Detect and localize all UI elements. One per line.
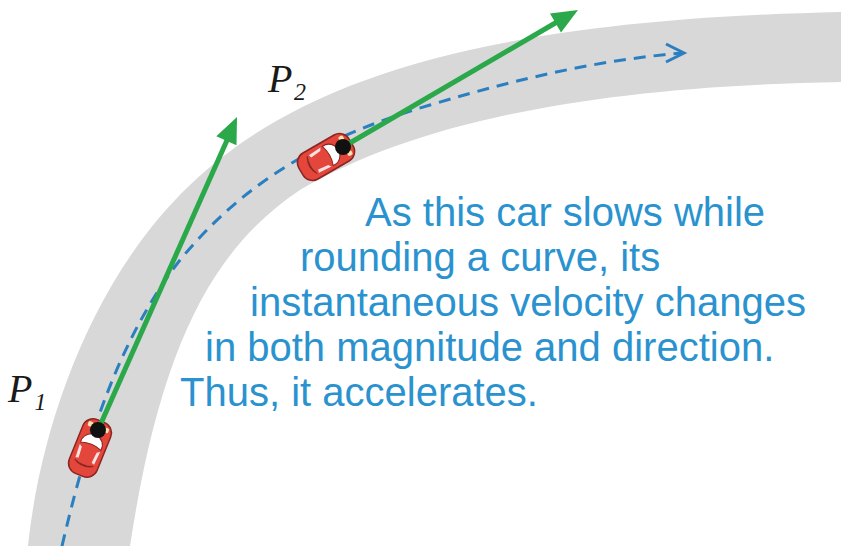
- car: [65, 415, 115, 480]
- point-label: P₂: [268, 56, 306, 101]
- point-label-block: P₁: [8, 366, 46, 412]
- path-arrowhead: [666, 44, 684, 62]
- annotation-text: As this car slows while rounding a curve…: [180, 190, 806, 414]
- velocity-arrowhead: [550, 10, 578, 33]
- velocity-arrow: [343, 22, 557, 147]
- velocity-arrowhead: [216, 117, 237, 145]
- road: [28, 12, 841, 546]
- position-dot: [335, 139, 351, 155]
- car: [293, 130, 358, 185]
- annotation-text-block: As this car slows while rounding a curve…: [180, 190, 825, 415]
- point-label: P₁: [8, 366, 46, 411]
- point-label-block: P₂: [268, 56, 306, 102]
- position-dot: [90, 422, 106, 438]
